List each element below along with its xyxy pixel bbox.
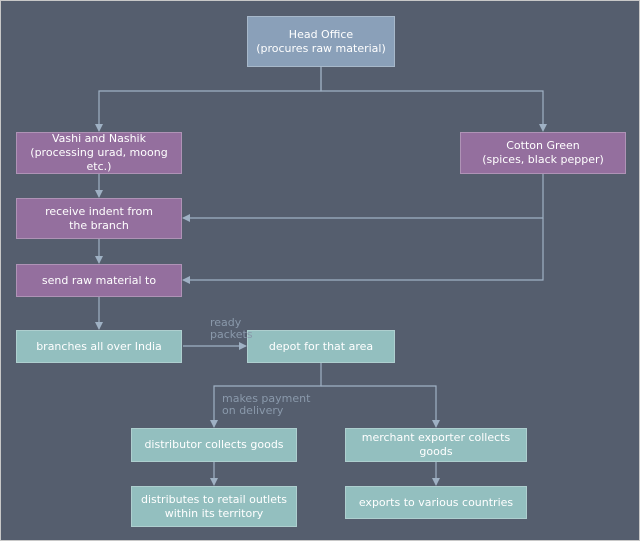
connector-head-to-vashi — [95, 67, 322, 132]
send-raw-material-node[interactable]: send raw material to — [16, 264, 182, 297]
branches-node[interactable]: branches all over India — [16, 330, 182, 363]
exports-node[interactable]: exports to various countries — [345, 486, 527, 519]
distributor-node[interactable]: distributor collects goods — [131, 428, 297, 462]
edge-label-makes-payment: makes payment on delivery — [222, 392, 311, 417]
retail-node[interactable]: distributes to retail outlets within its… — [131, 486, 297, 527]
depot-node[interactable]: depot for that area — [247, 330, 395, 363]
connector-depot-to-distributor — [210, 363, 322, 428]
connector-cotton-to-send — [182, 218, 544, 284]
connector-depot-to-merchant — [321, 385, 440, 428]
receive-indent-node[interactable]: receive indent from the branch — [16, 198, 182, 239]
head-office-node[interactable]: Head Office (procures raw material) — [247, 16, 395, 67]
cotton-green-node[interactable]: Cotton Green (spices, black pepper) — [460, 132, 626, 174]
connector-head-to-cotton — [320, 67, 547, 132]
vashi-nashik-node[interactable]: Vashi and Nashik (processing urad, moong… — [16, 132, 182, 174]
edge-label-ready-packets: ready packets — [210, 316, 253, 341]
merchant-exporter-node[interactable]: merchant exporter collects goods — [345, 428, 527, 462]
connector-cotton-to-receive — [182, 174, 544, 222]
